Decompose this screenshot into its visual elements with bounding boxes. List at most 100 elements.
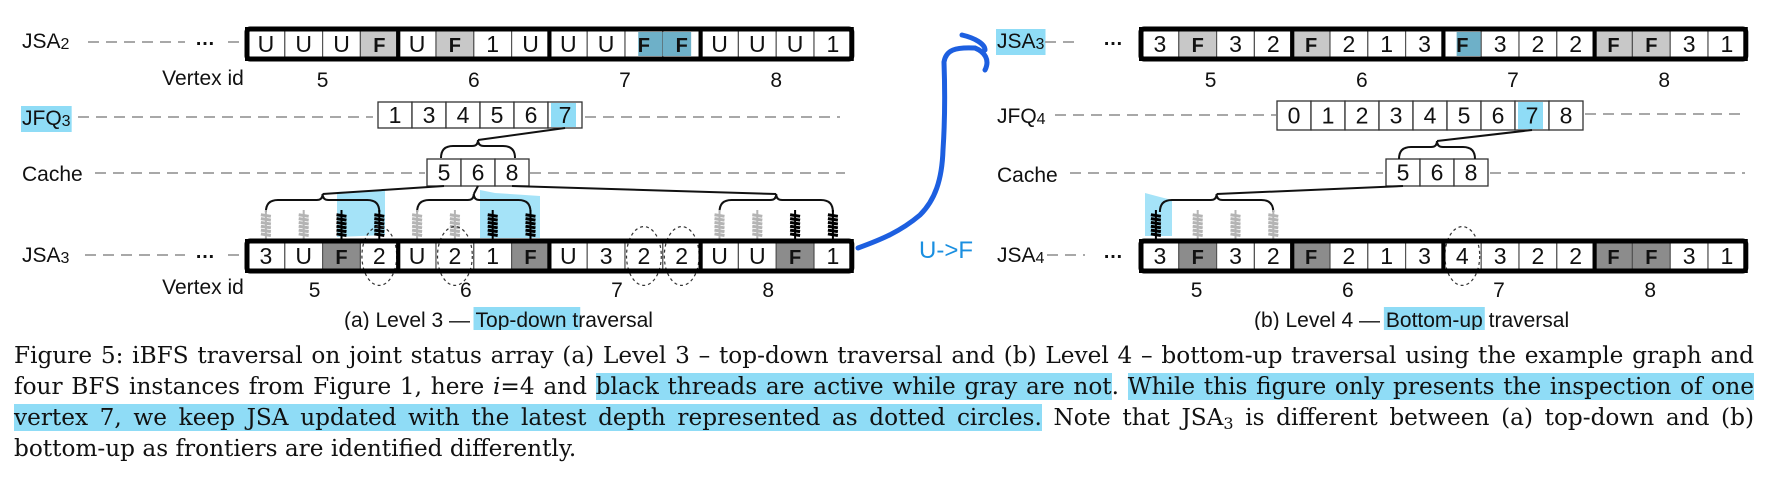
cell-value: 7	[559, 102, 572, 128]
jsa-cell: 2	[624, 226, 664, 287]
jsa-cell: 3	[1140, 240, 1180, 272]
link-line	[1436, 129, 1533, 142]
vertex-id: 8	[1658, 69, 1670, 92]
jsa-cell: 3	[1215, 240, 1255, 272]
caption-text-1: Figure 5: iBFS traversal on joint status…	[14, 342, 1754, 400]
cell-value: 4	[1424, 103, 1437, 129]
cache-array-cell: 6	[460, 158, 496, 187]
jsa-cell-value: 2	[373, 243, 386, 269]
jsa-cell-value: 2	[449, 243, 462, 269]
cell-value: 6	[525, 102, 538, 128]
jsa-cell: F	[1631, 240, 1671, 272]
jsa-cell: 1	[813, 28, 853, 60]
row-label-jfq3-text: JFQ3	[22, 107, 71, 130]
cell-value: 8	[506, 160, 519, 186]
jsa-cell: U	[699, 240, 739, 272]
jsa-cell: F	[1593, 240, 1633, 272]
jsa-cell-value: F	[335, 247, 347, 269]
thread-coil	[260, 213, 272, 237]
jsa-cell: 1	[473, 28, 513, 60]
jsa-cell-box	[1480, 28, 1520, 60]
jsa-cell-box	[1404, 240, 1444, 272]
jfq4-array-cell: 3	[1378, 100, 1414, 131]
jfq4-array-cell: 5	[1446, 100, 1482, 131]
jsa-cell: 3	[586, 240, 626, 272]
jsa-cell-value: U	[409, 31, 426, 57]
jsa-cell-value: F	[1645, 247, 1657, 269]
vertex-id-label: Vertex id	[162, 276, 244, 299]
ellipsis: …	[1103, 241, 1123, 263]
jsa-cell-value: U	[749, 243, 766, 269]
link-line	[472, 185, 479, 195]
jsa-cell: 2	[1329, 28, 1369, 60]
jsa-cell: 2	[1518, 28, 1558, 60]
jsa-cell-value: F	[373, 35, 385, 57]
jsa-cell-value: U	[711, 243, 728, 269]
jsa-cell-value: U	[787, 31, 804, 57]
thread-coil	[411, 213, 423, 237]
jsa-cell-value: 3	[260, 243, 273, 269]
cell-value: 3	[423, 102, 436, 128]
row-label-jfq3-highlight	[21, 106, 72, 132]
panel-a-subtitle: (a) Level 3 — Top-down traversal	[344, 309, 653, 330]
active-thread-icon	[374, 210, 385, 241]
cache-array-cell: 8	[494, 158, 530, 187]
cell-box	[1419, 158, 1455, 187]
jsa-cell-value: U	[560, 243, 577, 269]
jsa-cell-value: 1	[1721, 31, 1734, 57]
inactive-thread-icon	[1192, 210, 1203, 241]
jsa-cell-value: F	[449, 35, 461, 57]
jsa-cell-value: 1	[827, 31, 840, 57]
thread-coil	[374, 213, 385, 237]
jsa-cell: 2	[1556, 28, 1596, 60]
jsa-cell-value: U	[409, 243, 426, 269]
jsa-cell: 3	[1404, 28, 1444, 60]
jsa-cell-value: F	[676, 35, 688, 57]
cell-value: 6	[472, 160, 485, 186]
jsa-cell: 3	[1480, 240, 1520, 272]
vertex-id: 7	[1493, 279, 1505, 302]
hand-drawn-arrow-icon	[855, 32, 990, 251]
jsa-cell-value: 2	[1569, 243, 1582, 269]
cell-highlight	[551, 103, 576, 127]
jsa-cell: 2	[1253, 240, 1293, 272]
cell-highlight	[1518, 102, 1543, 129]
jsa-cell-value: F	[638, 35, 650, 57]
vertex-id: 8	[770, 69, 782, 92]
cache-b-array-cell: 5	[1385, 158, 1421, 187]
cell-box	[460, 158, 496, 187]
thread-coil	[827, 213, 839, 237]
jsa-cell-value: 2	[1343, 31, 1356, 57]
cache-b-array-cell: 8	[1453, 158, 1489, 187]
annotation-u-to-f: U->F	[855, 32, 990, 264]
jfq3-array-cell: 7	[547, 101, 583, 129]
jsa-cell-value: 3	[1683, 243, 1696, 269]
vertex-id: 7	[619, 69, 631, 92]
cell-box	[1385, 158, 1421, 187]
jsa-cell: F	[511, 240, 551, 272]
jsa-cell: U	[246, 28, 286, 60]
thread-coil	[752, 213, 763, 237]
cell-box	[1548, 100, 1584, 131]
jfq4-array-cell: 1	[1310, 100, 1346, 131]
subtitle-highlight	[1383, 307, 1485, 330]
jsa-cell: F	[1291, 240, 1331, 272]
jsa-cell-box	[435, 240, 475, 272]
jsa-cell-value: F	[1305, 35, 1317, 57]
thread-coil	[1150, 213, 1162, 237]
jsa-cell: F	[1593, 28, 1633, 60]
active-thread-icon	[336, 210, 347, 241]
vertex-id: 5	[317, 69, 329, 92]
jsa-cell: 4	[1442, 226, 1482, 287]
jsa-cell-value: U	[258, 31, 275, 57]
jsa-cell-box	[1593, 240, 1633, 272]
jsa-cell: U	[511, 28, 551, 60]
jsa-cell: U	[548, 28, 588, 60]
jsa-cell: F	[1178, 28, 1218, 60]
jsa-cell-box	[586, 28, 626, 60]
jsa-cell-value: F	[524, 247, 536, 269]
